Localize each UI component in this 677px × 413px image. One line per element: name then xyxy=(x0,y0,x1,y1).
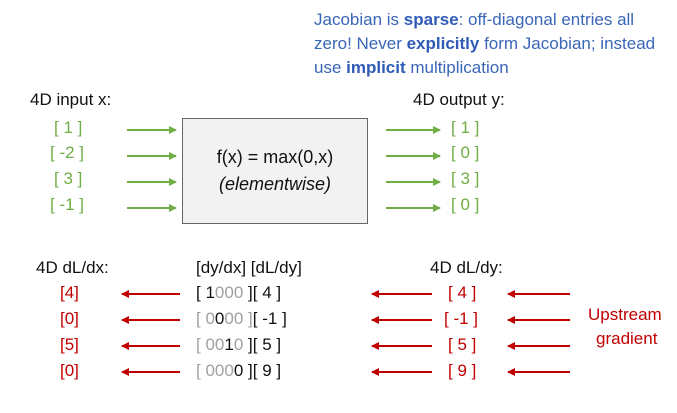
dldx-value: [4] xyxy=(60,283,79,302)
dldy-value: [ -1 ] xyxy=(444,309,479,328)
dldx-label: 4D dL/dx: xyxy=(36,258,109,277)
output-value: [ 0 ] xyxy=(451,143,480,162)
note-bold-sparse: sparse xyxy=(403,10,459,29)
dldx-value: [5] xyxy=(60,335,79,354)
function-formula: f(x) = max(0,x) xyxy=(216,147,334,167)
output-label: 4D output y: xyxy=(413,90,505,109)
function-elementwise: (elementwise) xyxy=(218,174,332,194)
jacobian-row: [ 1000 ][ 4 ] xyxy=(196,283,282,302)
input-label: 4D input x: xyxy=(30,90,112,109)
note-bold-implicit: implicit xyxy=(346,58,406,77)
dldy-value: [ 4 ] xyxy=(448,283,477,302)
input-value: [ 3 ] xyxy=(54,169,83,188)
dldy-value: [ 9 ] xyxy=(448,361,477,380)
output-value: [ 3 ] xyxy=(451,169,480,188)
dldy-label: 4D dL/dy: xyxy=(430,258,503,277)
upstream-label: Upstream xyxy=(588,305,662,324)
note-bold-explicitly: explicitly xyxy=(406,34,480,53)
dldy-value: [ 5 ] xyxy=(448,335,477,354)
output-value: [ 1 ] xyxy=(451,118,480,137)
gradient-label: gradient xyxy=(596,329,658,348)
jacobian-row: [ 0000 ][ 9 ] xyxy=(196,361,282,380)
jacobian-row: [ 0010 ][ 5 ] xyxy=(196,335,282,354)
input-value: [ -1 ] xyxy=(50,195,85,214)
sparse-jacobian-note: Jacobian is sparse: off-diagonal entries… xyxy=(314,10,656,77)
function-box: f(x) = max(0,x) (elementwise) xyxy=(182,118,368,224)
dldx-value: [0] xyxy=(60,361,79,380)
dldx-value: [0] xyxy=(60,309,79,328)
input-value: [ -2 ] xyxy=(50,143,85,162)
input-value: [ 1 ] xyxy=(54,118,83,137)
jacobian-label: [dy/dx] [dL/dy] xyxy=(196,258,302,277)
jacobian-row: [ 0000 ][ -1 ] xyxy=(196,309,287,328)
output-value: [ 0 ] xyxy=(451,195,480,214)
